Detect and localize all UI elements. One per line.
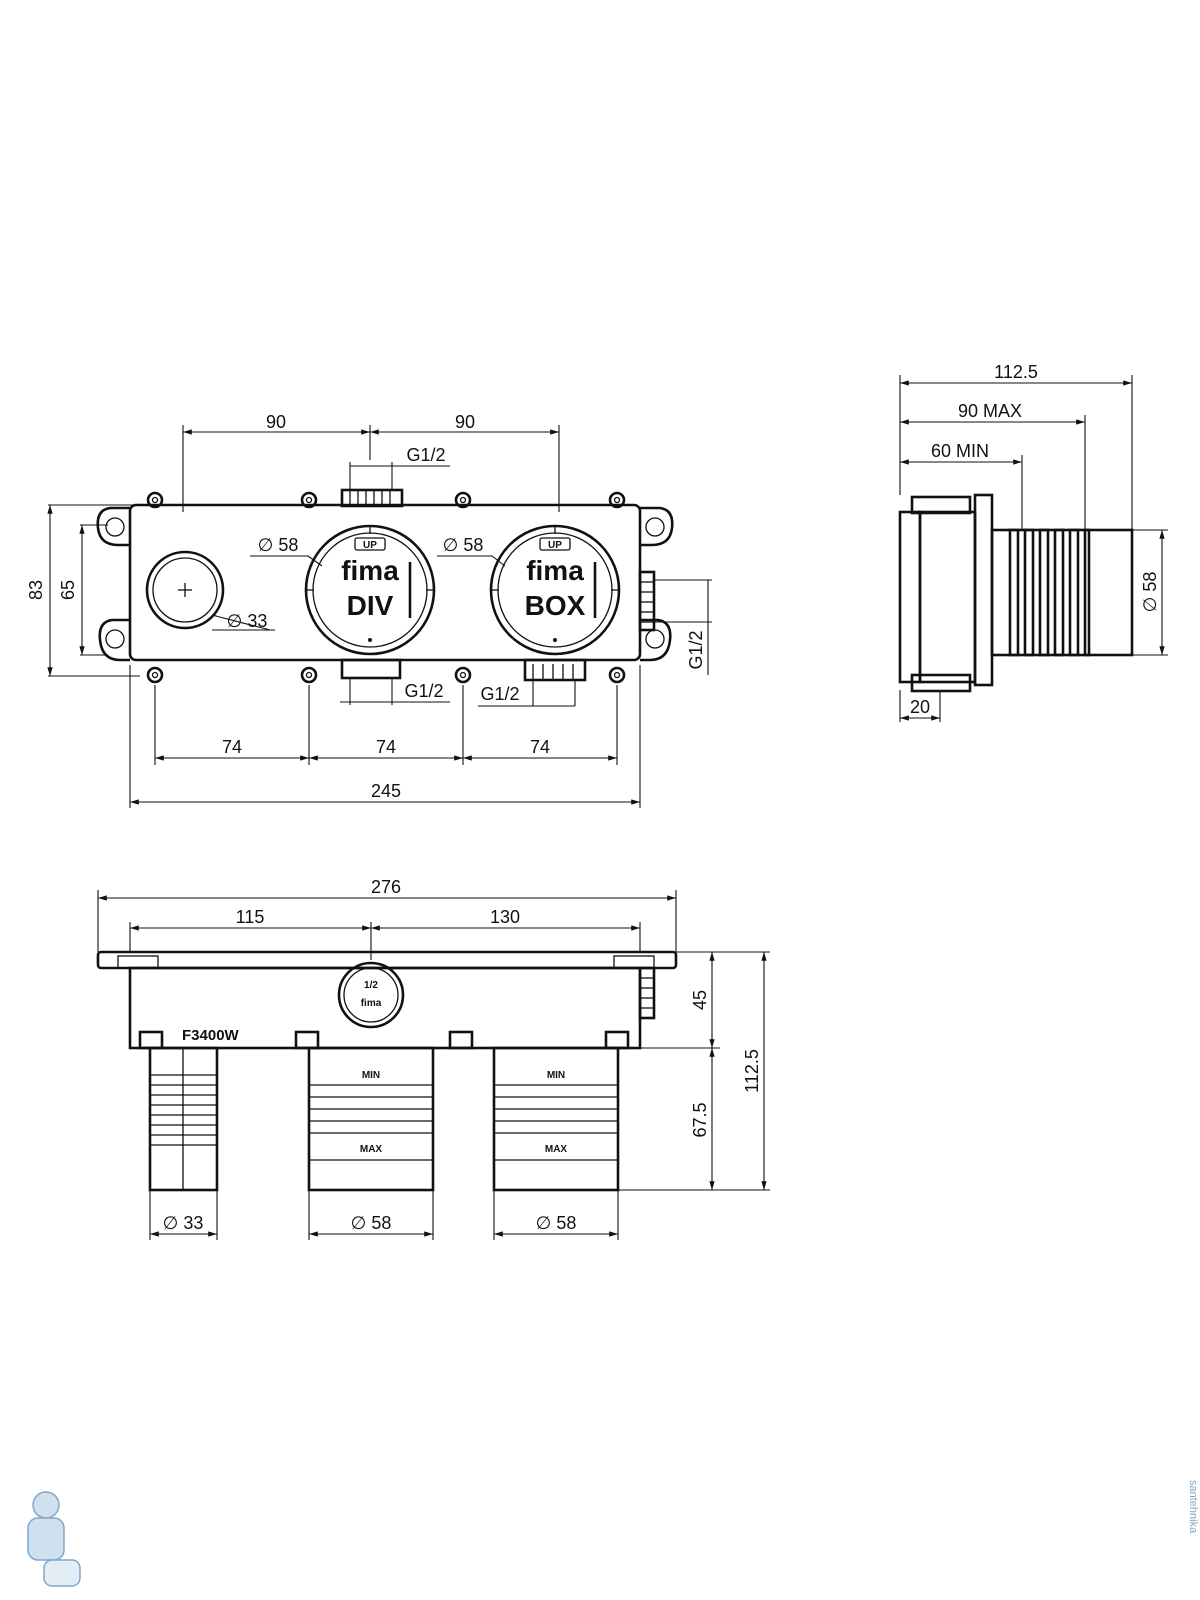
- dim-top-inlet: G1/2: [406, 445, 445, 465]
- box-module: UP fima BOX: [489, 524, 621, 656]
- side-flange: [898, 510, 922, 684]
- div-brand: fima: [341, 555, 399, 586]
- bottom-dim-dia-1: ∅ 33: [163, 1213, 204, 1233]
- watermark-mascot: [27, 1491, 81, 1587]
- model-label: F3400W: [182, 1027, 240, 1044]
- bottom-dim-dia-2: ∅ 58: [351, 1213, 392, 1233]
- side-dim-flange: 20: [910, 697, 930, 717]
- dim-div: ∅ 58: [258, 535, 299, 555]
- bottom-dim-total-h: 112.5: [742, 1049, 762, 1093]
- dim-span-2: 74: [376, 737, 396, 757]
- dim-total-width: 245: [371, 781, 401, 801]
- div-module: UP fima DIV: [304, 524, 436, 656]
- side-plate: [973, 493, 994, 687]
- side-dimensions: 112.5 90 MAX 60 MIN 20 ∅ 58: [899, 362, 1168, 722]
- plug-size: 1/2: [364, 980, 378, 991]
- dim-box: ∅ 58: [443, 535, 484, 555]
- sleeve-58-div: MIN MAX: [307, 1046, 435, 1192]
- side-dim-max: 90 MAX: [958, 401, 1022, 421]
- left-port-33: [145, 550, 225, 630]
- sleeve-33: [148, 1046, 219, 1192]
- watermark-text: santehnika: [1187, 1480, 1199, 1534]
- dim-bottom-g-left: G1/2: [404, 681, 443, 701]
- sleeve-div-min: MIN: [362, 1070, 380, 1081]
- bottom-dimensions: 276 115 130 45 67.5 112.5 ∅ 33 ∅ 58: [97, 877, 770, 1240]
- dim-top-left: 90: [266, 412, 286, 432]
- dim-height-outer: 83: [26, 580, 46, 600]
- bottom-view: 1/2 fima F3400W MIN: [96, 877, 770, 1240]
- bottom-plug: 1/2 fima: [337, 961, 405, 1029]
- sleeve-div-max: MAX: [360, 1144, 383, 1155]
- box-brand: fima: [526, 555, 584, 586]
- right-side-nut: [638, 570, 656, 632]
- dim-span-3: 74: [530, 737, 550, 757]
- box-name: BOX: [525, 590, 586, 621]
- side-dim-diameter: ∅ 58: [1140, 572, 1160, 613]
- sleeve-box-max: MAX: [545, 1144, 568, 1155]
- top-inlet-nut: [340, 488, 404, 508]
- dim-bottom-g-right: G1/2: [480, 684, 519, 704]
- bottom-dim-right: 130: [490, 907, 520, 927]
- bottom-dim-total: 276: [371, 877, 401, 897]
- front-view: UP fima DIV UP fima BOX: [26, 412, 712, 808]
- sleeve-box-min: MIN: [547, 1070, 565, 1081]
- side-view: 112.5 90 MAX 60 MIN 20 ∅ 58: [898, 362, 1168, 722]
- screw-holes: [146, 491, 626, 684]
- side-sleeve: [990, 528, 1134, 657]
- bottom-dim-sleeve-h: 67.5: [690, 1102, 710, 1137]
- dim-height-inner: 65: [58, 580, 78, 600]
- div-up-label: UP: [363, 540, 377, 551]
- bottom-dim-body-h: 45: [690, 990, 710, 1010]
- bottom-dim-dia-3: ∅ 58: [536, 1213, 577, 1233]
- front-dimensions: 90 90 G1/2 83 65 ∅ 33 ∅ 58 ∅ 58: [26, 412, 712, 808]
- dim-span-1: 74: [222, 737, 242, 757]
- side-dim-overall: 112.5: [994, 362, 1038, 382]
- plug-brand: fima: [361, 998, 382, 1009]
- bottom-top-plate: [96, 950, 678, 970]
- dim-right-g: G1/2: [686, 630, 706, 669]
- bottom-dim-left: 115: [236, 907, 265, 927]
- side-dim-min: 60 MIN: [931, 441, 989, 461]
- bottom-outlet-nuts: [340, 658, 587, 682]
- dim-top-right: 90: [455, 412, 475, 432]
- sleeve-58-box: MIN MAX: [492, 1046, 620, 1192]
- div-name: DIV: [347, 590, 394, 621]
- box-up-label: UP: [548, 540, 562, 551]
- dim-left-port: ∅ 33: [227, 611, 268, 631]
